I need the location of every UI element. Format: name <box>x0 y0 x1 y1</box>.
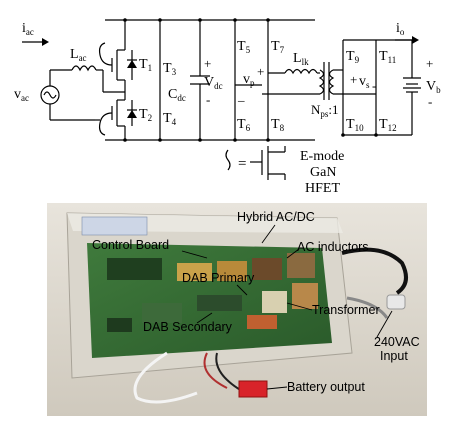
vb-plus: + <box>426 56 433 71</box>
switch-t3-label: T3 <box>163 61 177 77</box>
switch-t7-label: T7 <box>271 39 285 55</box>
switch-t10-label: T10 <box>346 117 364 133</box>
vb-label: Vb <box>426 79 441 95</box>
label-battery-output: Battery output <box>287 380 365 394</box>
label-input-line2: Input <box>380 349 408 363</box>
turns-ratio-label: Nps:1 <box>311 102 339 119</box>
legend-line-1: E-mode <box>300 149 344 164</box>
label-dab-primary: DAB Primary <box>182 271 255 285</box>
switch-t4-label: T4 <box>163 111 177 127</box>
vp-plus: + <box>257 64 264 79</box>
ac-source-label: vac <box>14 87 29 103</box>
label-dab-secondary: DAB Secondary <box>143 320 233 334</box>
hardware-photo: Hybrid AC/DC Control Board AC inductors … <box>47 203 427 416</box>
vdc-minus: - <box>206 92 210 107</box>
output-current-label: io <box>396 21 405 37</box>
leakage-inductor-label: Llk <box>293 51 309 67</box>
vdc-label: Vdc <box>204 75 223 91</box>
vs-label: vs <box>359 74 370 90</box>
label-ac-inductors: AC inductors <box>297 240 369 254</box>
input-current-label: iac <box>22 21 34 37</box>
dc-cap-label: Cdc <box>168 87 186 103</box>
switch-t8-label: T8 <box>271 117 285 133</box>
label-input-line1: 240VAC <box>374 335 420 349</box>
vp-label: vp <box>243 72 255 88</box>
switch-t5-label: T5 <box>237 39 251 55</box>
switch-t9-label: T9 <box>346 49 360 65</box>
switch-t11-label: T11 <box>379 49 396 65</box>
switch-t2-label: T2 <box>139 107 152 123</box>
vdc-plus: + <box>204 56 211 71</box>
input-inductor-label: Lac <box>70 47 87 63</box>
vp-minus: _ <box>237 88 245 103</box>
label-control-board: Control Board <box>92 238 169 252</box>
vs-plus: + <box>350 72 357 87</box>
vs-minus: - <box>372 78 376 93</box>
legend-equals: = <box>238 156 246 172</box>
label-hybrid-acdc: Hybrid AC/DC <box>237 210 315 224</box>
label-transformer: Transformer <box>312 303 380 317</box>
legend-line-2: GaN <box>310 165 336 180</box>
vb-minus: - <box>428 94 432 109</box>
legend-line-3: HFET <box>305 181 340 196</box>
switch-t6-label: T6 <box>237 117 251 133</box>
switch-t12-label: T12 <box>379 117 397 133</box>
circuit-schematic: iac Lac vac T1 T2 T3 T4 Cdc + Vdc - T5 T… <box>14 18 441 196</box>
switch-t1-label: T1 <box>139 57 152 73</box>
